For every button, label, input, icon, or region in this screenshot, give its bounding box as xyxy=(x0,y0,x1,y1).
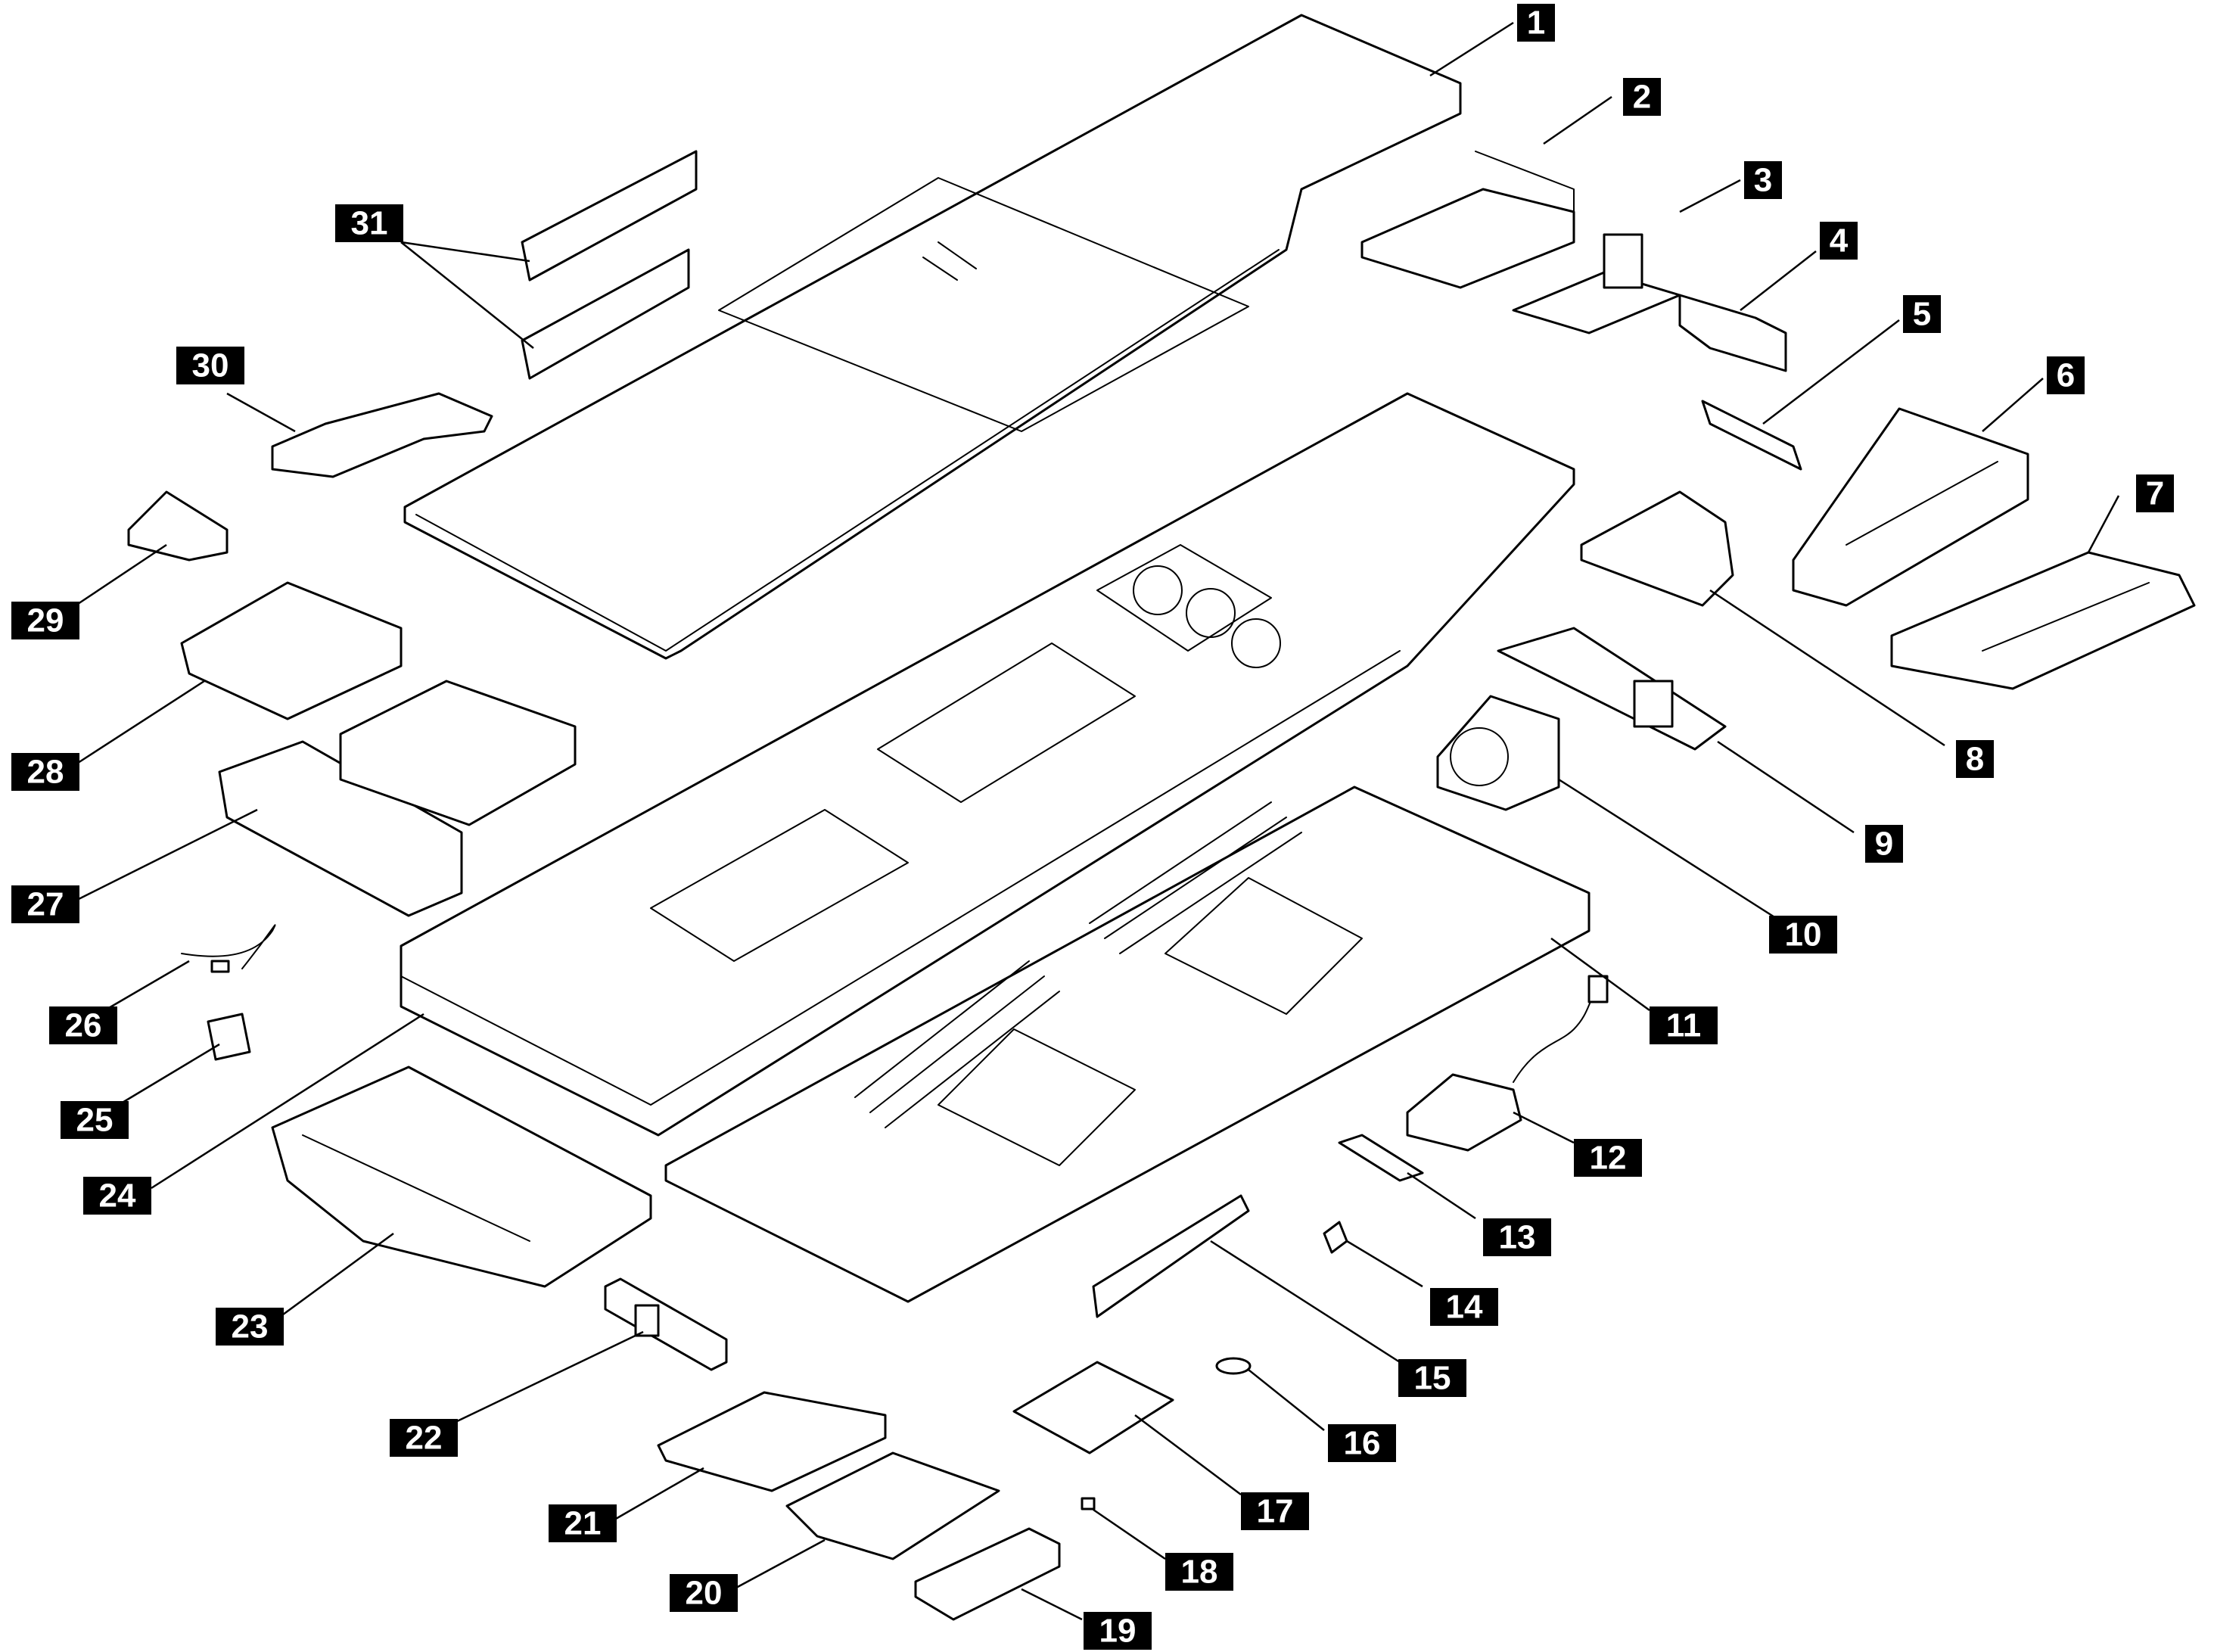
callout-11: 11 xyxy=(1650,1006,1718,1044)
svg-text:31: 31 xyxy=(351,205,388,242)
leader-lines xyxy=(75,21,2120,1621)
part-25-screw-bag xyxy=(207,1013,251,1061)
svg-text:16: 16 xyxy=(1344,1425,1381,1462)
svg-text:5: 5 xyxy=(1913,296,1931,333)
part-21-drive xyxy=(657,1391,887,1492)
svg-text:4: 4 xyxy=(1830,222,1849,260)
callout-27: 27 xyxy=(11,885,79,923)
svg-text:28: 28 xyxy=(27,754,64,791)
part-10-fan xyxy=(1436,695,1560,811)
part-26-cable xyxy=(181,924,276,973)
svg-text:25: 25 xyxy=(76,1102,113,1139)
callout-21: 21 xyxy=(549,1504,617,1542)
svg-text:14: 14 xyxy=(1446,1289,1483,1326)
callout-20: 20 xyxy=(670,1574,738,1612)
callout-10: 10 xyxy=(1769,916,1837,954)
part-6-riser-cage xyxy=(1792,407,2029,607)
part-22-backplane xyxy=(604,1277,728,1371)
part-20-drive-cage xyxy=(785,1451,1000,1560)
part-9-power-board xyxy=(1497,627,1727,751)
callout-8: 8 xyxy=(1956,740,1994,778)
part-19-adapter xyxy=(914,1527,1061,1621)
part-18-clip xyxy=(1081,1497,1096,1510)
svg-text:24: 24 xyxy=(99,1178,136,1215)
part-11-system-board xyxy=(664,786,1591,1303)
callout-17: 17 xyxy=(1241,1492,1309,1530)
svg-text:29: 29 xyxy=(27,602,64,639)
callout-5: 5 xyxy=(1903,295,1941,333)
callout-12: 12 xyxy=(1574,1139,1642,1177)
svg-text:18: 18 xyxy=(1181,1554,1218,1591)
callout-1: 1 xyxy=(1517,4,1555,42)
callout-26: 26 xyxy=(49,1006,117,1044)
part-29-bracket xyxy=(127,490,229,562)
svg-text:9: 9 xyxy=(1875,826,1893,863)
svg-text:26: 26 xyxy=(65,1007,102,1044)
callout-30: 30 xyxy=(176,347,244,384)
svg-text:23: 23 xyxy=(232,1308,269,1346)
svg-text:30: 30 xyxy=(192,347,229,384)
part-12-module xyxy=(1406,975,1609,1152)
svg-text:21: 21 xyxy=(564,1505,602,1542)
callout-31: 31 xyxy=(335,204,403,242)
callout-9: 9 xyxy=(1865,825,1903,863)
callout-18: 18 xyxy=(1165,1553,1233,1591)
svg-text:1: 1 xyxy=(1527,5,1545,42)
callout-16: 16 xyxy=(1328,1424,1396,1462)
part-4-bracket xyxy=(1678,294,1787,372)
part-28-heat-sink xyxy=(180,581,577,826)
callout-23: 23 xyxy=(216,1308,284,1346)
callout-6: 6 xyxy=(2047,356,2085,394)
part-14-clip xyxy=(1323,1221,1348,1254)
part-7-adapter-card xyxy=(1890,551,2196,690)
svg-text:27: 27 xyxy=(27,886,64,923)
svg-text:15: 15 xyxy=(1414,1360,1451,1397)
svg-text:8: 8 xyxy=(1966,741,1984,778)
svg-text:3: 3 xyxy=(1754,162,1772,199)
part-24-chassis xyxy=(400,392,1575,1137)
part-17-processor xyxy=(1012,1361,1174,1454)
svg-text:10: 10 xyxy=(1785,916,1822,954)
part-2-module xyxy=(1360,151,1575,289)
callout-25: 25 xyxy=(61,1101,129,1139)
callout-7: 7 xyxy=(2136,474,2174,512)
callout-4: 4 xyxy=(1820,222,1858,260)
svg-text:12: 12 xyxy=(1590,1140,1627,1177)
callout-19: 19 xyxy=(1084,1612,1152,1650)
callout-22: 22 xyxy=(390,1419,458,1457)
part-27-heat-sink xyxy=(218,740,463,917)
callout-14: 14 xyxy=(1430,1288,1498,1326)
svg-text:22: 22 xyxy=(406,1420,443,1457)
part-8-air-baffle xyxy=(1580,490,1734,607)
callout-3: 3 xyxy=(1744,161,1782,199)
part-13-m2-drive xyxy=(1338,1134,1424,1182)
svg-text:19: 19 xyxy=(1099,1613,1137,1650)
part-top-cover xyxy=(403,14,1462,660)
svg-text:17: 17 xyxy=(1257,1493,1294,1530)
part-15-memory-module xyxy=(1092,1194,1250,1318)
callout-2: 2 xyxy=(1623,78,1661,116)
svg-text:7: 7 xyxy=(2146,475,2164,512)
callout-29: 29 xyxy=(11,602,79,639)
callout-13: 13 xyxy=(1483,1218,1551,1256)
svg-text:2: 2 xyxy=(1633,79,1651,116)
part-30-bracket xyxy=(271,392,493,478)
part-23-air-baffle xyxy=(271,1066,652,1288)
callout-24: 24 xyxy=(83,1177,151,1215)
part-5-slot-bracket xyxy=(1701,400,1802,471)
svg-text:20: 20 xyxy=(686,1575,723,1612)
callout-28: 28 xyxy=(11,753,79,791)
svg-text:11: 11 xyxy=(1666,1007,1702,1044)
svg-text:13: 13 xyxy=(1499,1219,1536,1256)
callout-15: 15 xyxy=(1398,1359,1466,1397)
part-16-battery xyxy=(1215,1357,1252,1375)
svg-text:6: 6 xyxy=(2057,357,2075,394)
part-31-brackets xyxy=(521,150,698,380)
